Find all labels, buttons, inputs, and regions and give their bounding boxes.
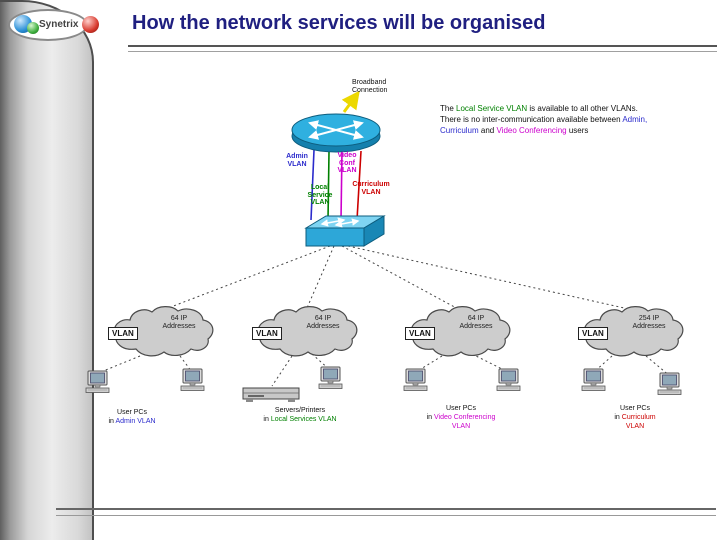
cloud-icon	[411, 306, 511, 357]
cloud-icon	[584, 306, 684, 357]
title-underline	[128, 45, 717, 52]
video-conf-group-label: User PCs in Video Conferencing VLAN	[426, 405, 496, 430]
vlan-tag: VLAN	[405, 327, 435, 340]
switch-icon	[304, 215, 386, 247]
left-sidebar	[0, 0, 94, 540]
pc-icon	[180, 368, 206, 394]
cloud-icon	[258, 306, 358, 357]
router-icon	[291, 113, 381, 153]
pc-icon	[581, 368, 607, 394]
broadband-connection-label: Broadband Connection	[352, 79, 388, 94]
note-line-1: The Local Service VLAN is available to a…	[440, 104, 638, 113]
switch-to-cloud-lines	[162, 245, 634, 311]
cloud-icon	[114, 306, 214, 357]
logo-ball-green-icon	[27, 22, 39, 34]
pc-icon	[496, 368, 522, 394]
footer-rule	[56, 508, 716, 516]
note-text: The Local Service VLAN is available to a…	[440, 103, 718, 136]
pc-icon	[318, 366, 344, 392]
note-line-3: Curriculum and Video Conferencing users	[440, 126, 589, 135]
vlan-tag: VLAN	[108, 327, 138, 340]
note-line-2: There is no inter-communication availabl…	[440, 115, 648, 124]
synetrix-logo: Synetrix	[8, 6, 104, 46]
page-title: How the network services will be organis…	[132, 12, 546, 34]
pc-icon	[403, 368, 429, 394]
vlan-tag: VLAN	[578, 327, 608, 340]
local-services-group-label: Servers/Printers in Local Services VLAN	[263, 407, 337, 423]
admin-group-label: User PCs in Admin VLAN	[108, 409, 156, 425]
curriculum-group-label: User PCs in Curriculum VLAN	[614, 405, 656, 430]
server-icon	[242, 384, 302, 404]
logo-brand-text: Synetrix	[39, 19, 79, 30]
pc-icon	[85, 370, 111, 396]
vlan-tag: VLAN	[252, 327, 282, 340]
pc-icon	[657, 372, 683, 398]
logo-ball-red-icon	[82, 16, 99, 33]
